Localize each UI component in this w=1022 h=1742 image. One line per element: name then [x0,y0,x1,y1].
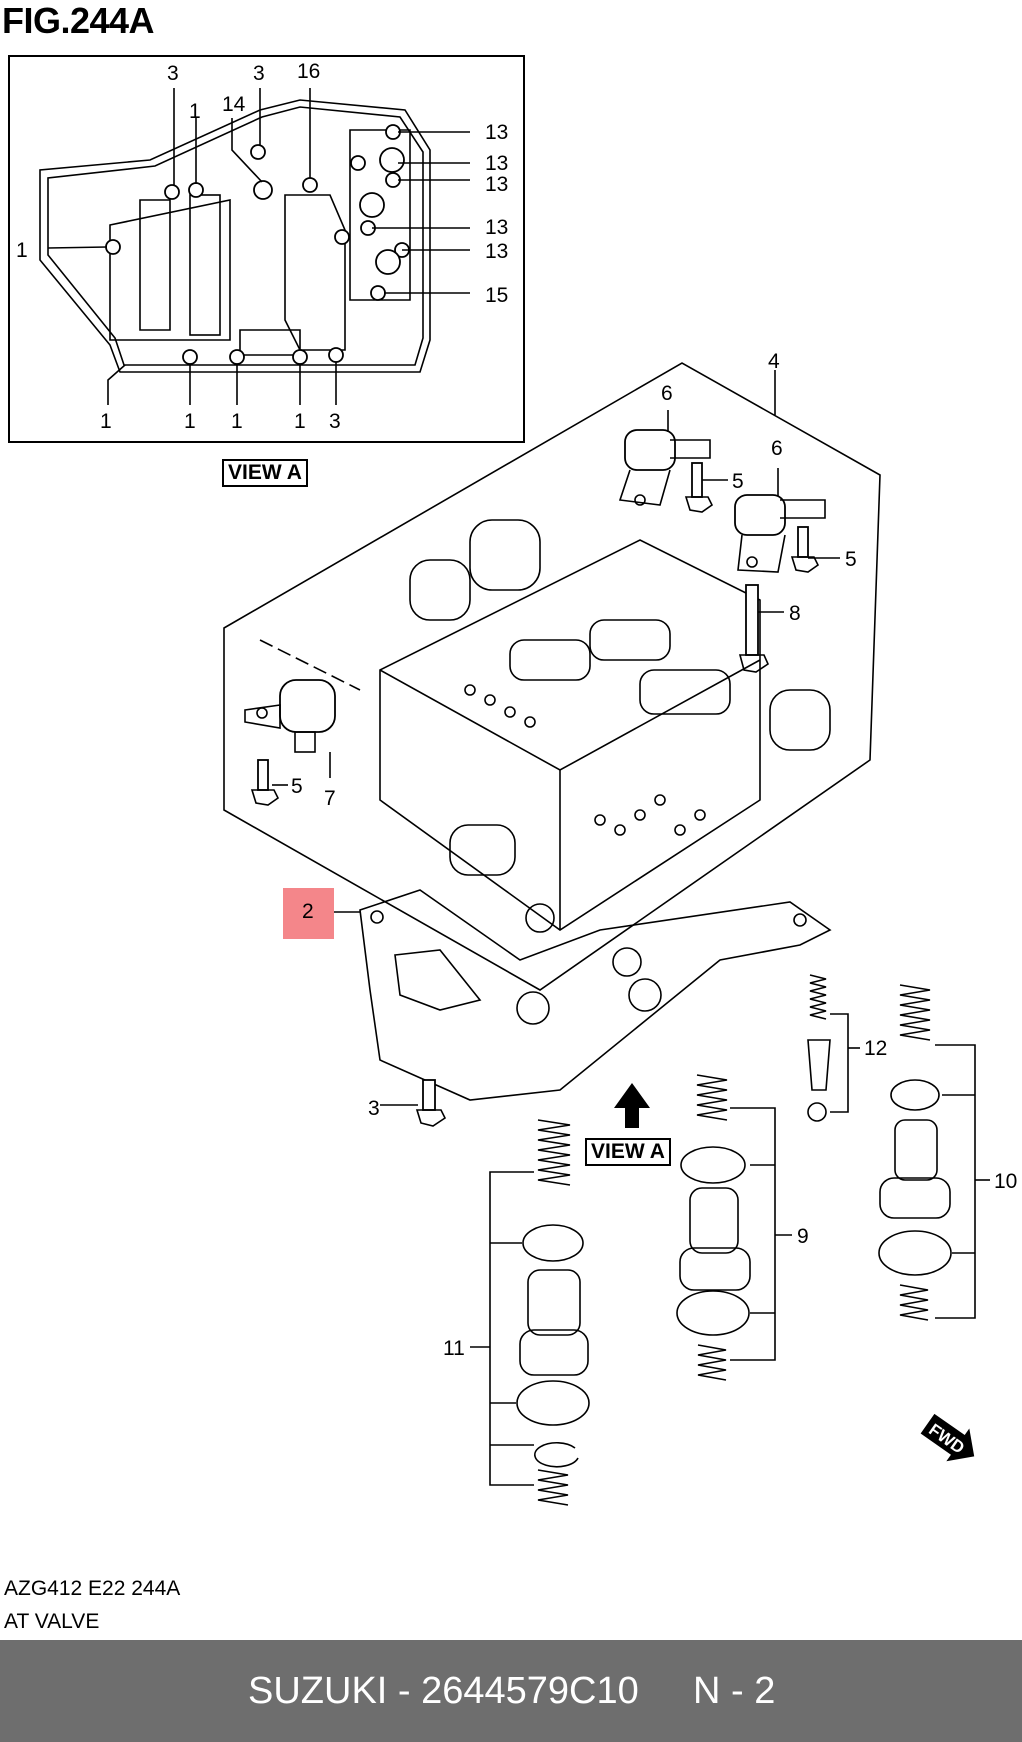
inset-callout-13c: 13 [485,173,508,196]
view-a-arrow [614,1083,650,1128]
callout-12: 12 [864,1037,887,1060]
footer-position: N - 2 [693,1670,776,1712]
part-11-group [470,1119,590,1506]
callout-3: 3 [368,1097,380,1120]
inset-callout-15: 15 [485,284,508,307]
callout-4: 4 [768,350,780,373]
callout-5b: 5 [845,548,857,571]
inset-callout-1a: 1 [189,100,201,123]
highlighted-part-label: 2 [302,900,314,923]
inset-view-label: VIEW A [222,459,308,487]
inset-callout-1e: 1 [231,410,243,433]
callout-5a: 5 [732,470,744,493]
exploded-parts-diagram: 3 3 16 1 14 13 13 13 13 13 1 15 1 1 1 1 … [8,55,1017,1506]
footer-part-number: SUZUKI - 2644579C10 [248,1670,639,1712]
inset-callout-1d: 1 [184,410,196,433]
inset-callout-13a: 13 [485,121,508,144]
part-10-group [878,984,990,1321]
inset-view-a: 3 3 16 1 14 13 13 13 13 13 1 15 1 1 1 1 … [8,55,525,443]
main-exploded-view: 4 6 6 5 5 8 5 7 12 3 9 10 11 FWD [223,350,1017,1506]
main-view-label: VIEW A [585,1138,671,1166]
inset-bolts [105,124,410,365]
callout-9: 9 [797,1225,809,1248]
inset-callout-16: 16 [297,60,320,83]
callout-5c: 5 [291,775,303,798]
bolt-8 [738,584,770,673]
callout-6b: 6 [771,437,783,460]
figure-title: FIG.244A [2,0,155,41]
valve-body-holes [464,684,706,836]
inset-callout-1f: 1 [294,410,306,433]
callout-11: 11 [443,1337,465,1360]
inset-callout-1b: 1 [16,239,28,262]
callout-10: 10 [994,1170,1017,1193]
inset-callout-1c: 1 [100,410,112,433]
inset-callout-13e: 13 [485,240,508,263]
callout-6a: 6 [661,382,673,405]
inset-callout-13d: 13 [485,216,508,239]
diagram-name: AT VALVE [4,1610,100,1633]
inset-callout-14: 14 [222,93,246,116]
inset-callout-3a: 3 [167,62,179,85]
callout-7: 7 [324,787,336,810]
solenoid-upper [618,429,711,506]
diagram-code: AZG412 E22 244A [4,1577,181,1600]
inset-leaders [47,88,470,405]
part-12-group [807,974,860,1122]
main-leaders [259,370,840,1106]
inset-callout-3c: 3 [329,410,341,433]
bolts-5 [250,462,820,806]
solenoid-left [244,679,336,753]
callout-8: 8 [789,602,801,625]
part-9-group [676,1074,792,1381]
solenoid-lower [734,494,826,573]
footer-bar: SUZUKI - 2644579C10 N - 2 [0,1640,1022,1742]
highlighted-part-marker [283,888,334,939]
inset-callout-13b: 13 [485,152,508,175]
fwd-arrow-badge: FWD [920,1413,975,1462]
inset-callout-3b: 3 [253,62,265,85]
bolt-3 [415,1079,447,1127]
